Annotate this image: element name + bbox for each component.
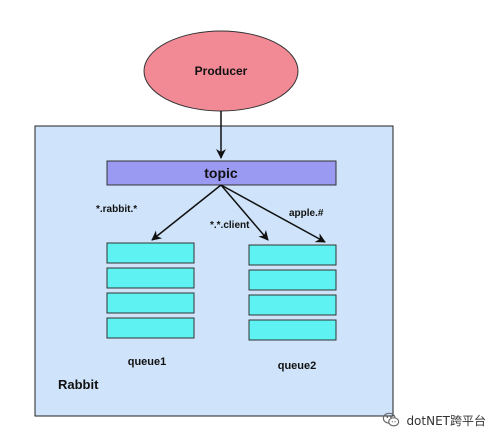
watermark: dotNET跨平台 — [382, 411, 486, 429]
queue2-label: queue2 — [278, 360, 317, 372]
routing-key-rabbit: *.rabbit.* — [96, 204, 137, 215]
watermark-text: dotNET跨平台 — [406, 413, 486, 428]
routing-key-client: *.*.client — [210, 220, 250, 231]
queue1-slot — [106, 317, 195, 339]
queue1-slot — [106, 242, 195, 264]
arrow-topic-to-queue2-apple — [220, 184, 326, 243]
queue2-slot — [248, 244, 337, 266]
queue1-label: queue1 — [128, 356, 167, 368]
producer-label: Producer — [195, 64, 248, 78]
queue2-slot — [248, 319, 337, 341]
queue2-stack — [248, 244, 337, 341]
rabbit-label: Rabbit — [58, 377, 99, 392]
queue2-slot — [248, 269, 337, 291]
queue1-slot — [106, 267, 195, 289]
queue1-stack — [106, 242, 195, 339]
routing-key-apple: apple.# — [289, 208, 324, 219]
topic-label: topic — [204, 165, 238, 181]
wechat-icon — [383, 412, 400, 427]
arrow-topic-to-queue1 — [151, 184, 222, 241]
queue1-slot — [106, 292, 195, 314]
queue2-slot — [248, 294, 337, 316]
arrow-topic-to-queue2-client — [220, 184, 269, 241]
